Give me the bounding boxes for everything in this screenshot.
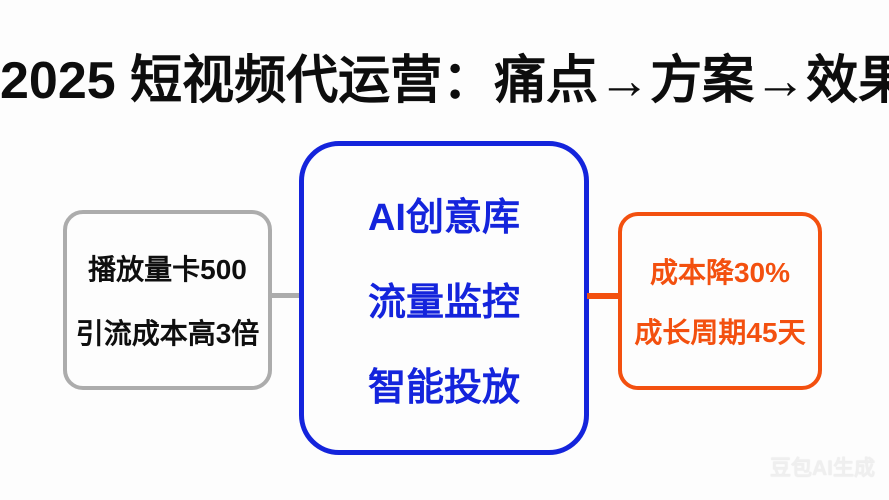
pain-point-line-1: 播放量卡500 (88, 254, 247, 285)
connector-solution-to-result (587, 293, 620, 299)
pain-point-line-2: 引流成本高3倍 (75, 318, 260, 349)
solution-line-2: 流量监控 (367, 281, 520, 324)
solution-line-3: 智能投放 (367, 366, 520, 409)
solution-line-1: AI创意库 (367, 196, 520, 239)
result-line-1: 成本降30% (649, 257, 791, 288)
result-line-2: 成长周期45天 (634, 317, 806, 348)
result-box: 成本降30% 成长周期45天 (618, 212, 822, 390)
solution-box: AI创意库 流量监控 智能投放 (299, 141, 589, 455)
ai-generated-watermark: 豆包AI生成 (770, 457, 875, 480)
pain-point-box: 播放量卡500 引流成本高3倍 (63, 210, 272, 390)
connector-pain-to-solution (270, 293, 301, 298)
page-title: 2025 短视频代运营：痛点→方案→效果 (0, 52, 889, 110)
